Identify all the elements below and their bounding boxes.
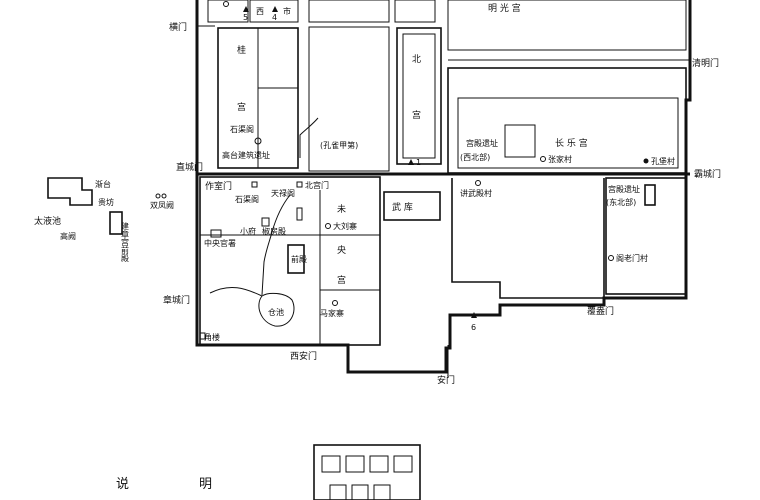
taiyechi-label: 太液池: [34, 215, 61, 227]
changle-palace: 长 乐 宫 宫殿遗址 (西北部) 张家村 孔堡村: [447, 67, 687, 174]
yili-label: 贵坊: [98, 197, 114, 207]
gaotai-label: 高台建筑遗址: [222, 150, 270, 160]
que-dot-icon: [155, 193, 161, 199]
wuku-label: 武 库: [392, 201, 413, 213]
changle-label: 长 乐 宫: [555, 137, 588, 149]
jiantai-label: 渐台: [95, 179, 111, 189]
wuku-arsenal: 武 库: [383, 191, 441, 221]
legend: 说 明: [116, 444, 421, 500]
weiyang-wei: 未: [337, 203, 346, 215]
marker-4-label: 4: [272, 13, 277, 22]
marker-4-icon: [272, 6, 278, 12]
gate-zuoshimen: 作室门: [205, 180, 232, 192]
kongque-label: (孔雀甲第): [320, 140, 358, 150]
jianzhang-area: 渐台 双凤阙 太液池 高阙 建章宫前殿 贵坊: [34, 177, 174, 263]
gui-label: 桂: [237, 44, 246, 56]
legend-ming: 明: [199, 477, 212, 492]
gaoque-label: 高阙: [60, 231, 76, 241]
majiazhai-label: 马家寨: [320, 308, 344, 318]
southeast-blocks: 讲武殿村 宫殿遗址 (东北部) 阁老门村 6: [451, 177, 687, 332]
gui-gong-label: 宫: [237, 101, 246, 113]
gate-fuangmen: 覆盎门: [587, 305, 614, 317]
site-dot-icon: [223, 1, 229, 7]
jianzhang-label: 建章宫前殿: [121, 221, 130, 263]
label-shi: 市: [283, 6, 291, 16]
beigongmen-label: 北宫门: [305, 180, 329, 190]
marker-5-icon: [243, 6, 249, 12]
marker-1-icon: [408, 159, 414, 165]
gate-zhichengmen: 直城门: [176, 161, 203, 173]
gate-bachengmen: 霸城门: [694, 168, 721, 180]
mingguang-label: 明 光 宫: [488, 2, 521, 14]
kong-label: 孔堡村: [651, 156, 675, 166]
gui-palace: 桂 宫 石渠阁 高台建筑遗址: [217, 27, 299, 169]
site-xibei-label: 宫殿遗址: [466, 138, 498, 148]
label-xi: 西: [256, 7, 264, 16]
site-circle-icon: [254, 137, 262, 145]
village-dot-icon: [643, 158, 649, 164]
jiaolou-label: 角楼: [204, 332, 220, 342]
gate-hengmen: 横门: [169, 21, 187, 33]
village-dot-icon: [540, 156, 546, 162]
marker-5-label: 5: [243, 13, 248, 22]
tianlu-label: 天禄阁: [271, 188, 295, 198]
gate-anmen: 安门: [437, 374, 455, 386]
village-dot-icon: [475, 180, 481, 186]
village-dot-icon: [608, 255, 614, 261]
que-dot-icon: [161, 193, 167, 199]
zhang-label: 张家村: [548, 154, 572, 164]
cangchi-label: 仓池: [268, 307, 284, 317]
weiyang-yang: 央: [337, 244, 346, 256]
gate-zhangchengmen: 章城门: [163, 294, 190, 306]
bei-label: 北: [412, 54, 421, 65]
gui-site-label: 石渠阁: [230, 124, 254, 134]
dasiqu-label: 大刘寨: [333, 221, 357, 231]
site-xibei-sub: (西北部): [460, 152, 490, 162]
gate-qingmingmen: 清明门: [692, 57, 719, 69]
gaomiaocun-label: 阁老门村: [616, 253, 648, 263]
gate-xianmen: 西安门: [290, 350, 317, 362]
marker-1-label: 1: [416, 158, 421, 167]
village-dot-icon: [332, 300, 338, 306]
shuangfengque-label: 双凤阙: [150, 201, 174, 210]
weiyang-gong: 宫: [337, 274, 346, 286]
qianqu-label: 前殿: [291, 254, 307, 264]
legend-shuo: 说: [116, 477, 129, 492]
west-market-blocks: 西 市 5 4: [207, 0, 436, 23]
bei-gong-label: 宫: [412, 109, 421, 121]
cangchi-pond: [258, 292, 295, 327]
marker-6-label: 6: [471, 323, 476, 332]
site-dongbei-label: 宫殿遗址: [608, 184, 640, 194]
liuxinan-label: 讲武殿村: [460, 188, 492, 198]
site-dongbei-sub: (东北部): [606, 197, 636, 207]
weiyang-palace: 作室门 石渠阁 天禄阁 北宫门 未 大刘寨 小府 椒房殿 中央官署 前殿 央 宫…: [199, 176, 381, 346]
jiaofang-label: 椒房殿: [262, 226, 286, 236]
xiaoxing-label: 小府: [240, 226, 256, 236]
mingguang-palace: 明 光 宫: [447, 0, 687, 51]
zhongyangguan-label: 中央官署: [204, 238, 236, 248]
marker-6-icon: [471, 312, 477, 318]
north-center-block: (孔雀甲第): [299, 26, 390, 172]
village-dot-icon: [325, 223, 331, 229]
shiqu-label: 石渠阁: [235, 194, 259, 204]
bei-palace: 北 宫 1: [396, 27, 442, 167]
